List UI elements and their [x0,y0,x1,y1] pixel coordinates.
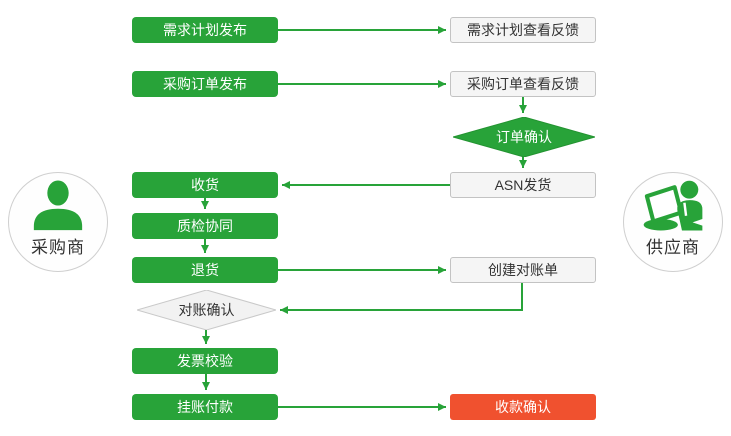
node-label: 退货 [191,262,219,278]
node-plan-feedback: 需求计划查看反馈 [450,17,596,43]
diamond-shape [137,290,276,330]
diamond-shape [453,117,595,157]
decision-label: 订单确认 [496,129,552,145]
node-label: 收款确认 [495,399,551,415]
node-label: 质检协同 [177,218,233,234]
node-label: 需求计划查看反馈 [467,22,579,38]
node-quality-check: 质检协同 [132,213,278,239]
node-label: 挂账付款 [177,399,233,415]
connector-statement-to-recon-confirm [280,283,523,314]
supplier-label: 供应商 [646,238,700,257]
node-collection-confirm: 收款确认 [450,394,596,420]
node-label: ASN发货 [494,177,552,193]
node-label: 发票校验 [177,353,233,369]
node-create-statement: 创建对账单 [450,257,596,283]
person-icon [30,180,86,232]
node-label: 创建对账单 [488,262,558,278]
buyer-label: 采购商 [31,238,85,257]
node-plan-publish: 需求计划发布 [132,17,278,43]
decision-recon-confirm: 对账确认 [137,290,276,330]
node-return-goods: 退货 [132,257,278,283]
laptop-person-icon [642,180,704,232]
node-label: 采购订单发布 [163,76,247,92]
node-po-feedback: 采购订单查看反馈 [450,71,596,97]
node-label: 收货 [191,177,219,193]
node-asn-ship: ASN发货 [450,172,596,198]
node-label: 需求计划发布 [163,22,247,38]
node-payment: 挂账付款 [132,394,278,420]
supplier-circle: 供应商 [623,172,723,272]
decision-label: 对账确认 [178,302,235,318]
buyer-circle: 采购商 [8,172,108,272]
node-label: 采购订单查看反馈 [467,76,579,92]
node-receive: 收货 [132,172,278,198]
node-invoice-verify: 发票校验 [132,348,278,374]
node-po-publish: 采购订单发布 [132,71,278,97]
decision-order-confirm: 订单确认 [453,117,595,157]
